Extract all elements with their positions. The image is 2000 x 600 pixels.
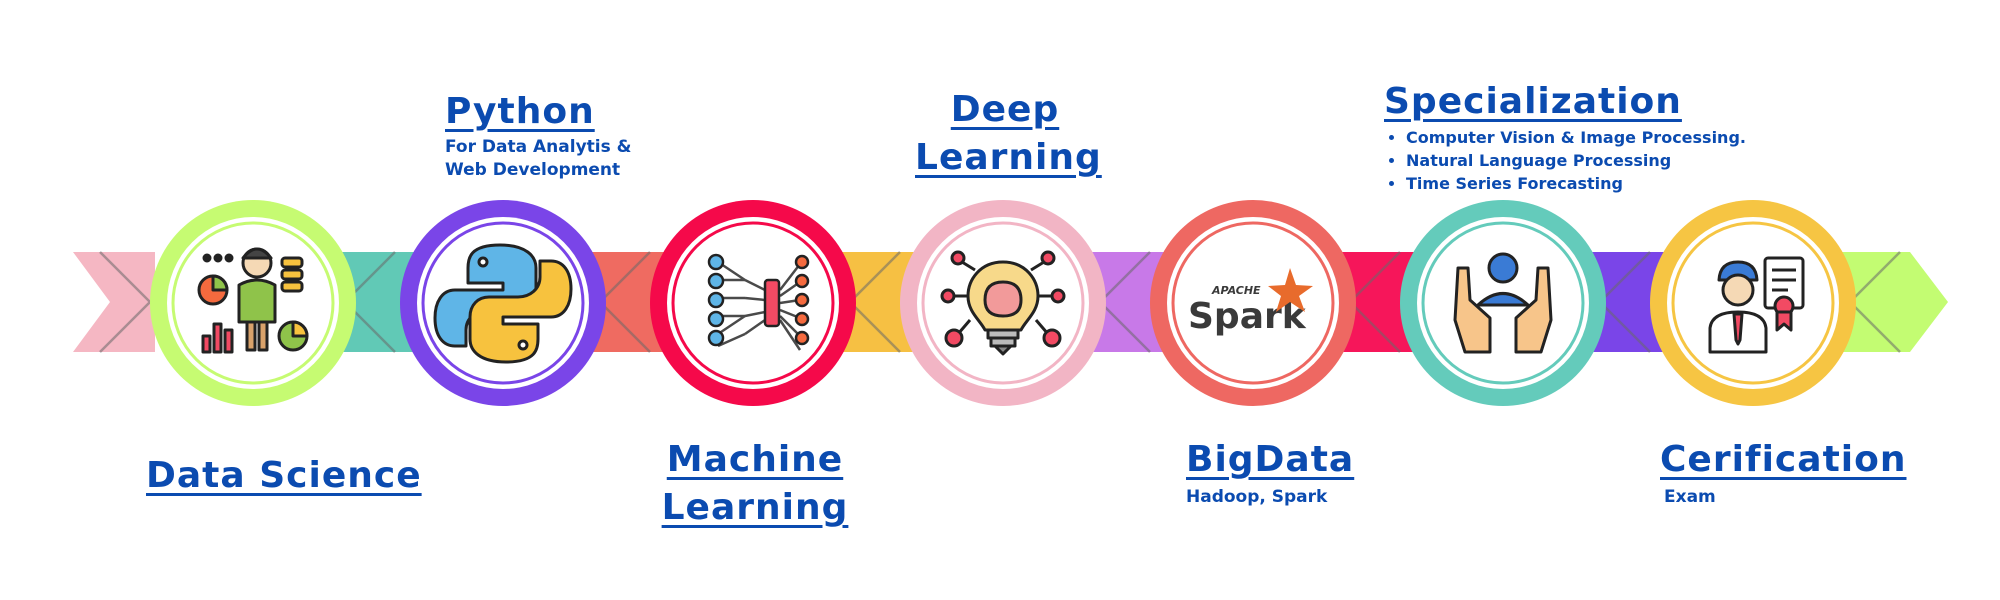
python-logo-icon — [433, 243, 573, 364]
specialization-topic: Natural Language Processing — [1406, 149, 1784, 172]
hands-user-icon — [1453, 252, 1553, 354]
specialization-topic: Time Series Forecasting — [1406, 172, 1784, 195]
stage-title-data-science[interactable]: Data Science — [146, 455, 422, 496]
stage-circle-machine-learning — [650, 200, 856, 406]
neural-network-icon — [707, 253, 810, 351]
data-scientist-icon — [197, 247, 309, 354]
stage-title-bigdata[interactable]: BigData — [1186, 439, 1355, 480]
stage-title-deep-learning[interactable]: Deep Learning — [915, 89, 1102, 178]
specialization-topic: Computer Vision & Image Processing. — [1406, 126, 1784, 149]
stage-title-python[interactable]: Python — [445, 91, 595, 132]
stage-subtitle-bigdata: Hadoop, Spark — [1186, 487, 1328, 507]
specialization-topics-list: Computer Vision & Image Processing. Natu… — [1384, 126, 1784, 195]
stage-title-specialization[interactable]: Specialization — [1384, 81, 1682, 122]
certificate-user-icon — [1708, 256, 1805, 354]
apache-spark-logo-icon: APACHE Spark — [1188, 268, 1313, 337]
band-head-segment — [1825, 252, 1948, 352]
stage-subtitle-python: For Data Analytis & Web Development — [445, 137, 632, 180]
stage-subtitle-certification: Exam — [1664, 487, 1716, 507]
spark-logo-apache-text: APACHE — [1211, 284, 1261, 297]
stage-circle-certification — [1650, 200, 1856, 406]
band-tail-segment — [73, 252, 155, 352]
stage-circle-bigdata — [1150, 200, 1356, 406]
stage-title-machine-learning[interactable]: Machine Learning — [661, 439, 849, 528]
stage-title-certification[interactable]: Cerification — [1660, 439, 1907, 480]
brain-lightbulb-icon — [940, 250, 1066, 356]
